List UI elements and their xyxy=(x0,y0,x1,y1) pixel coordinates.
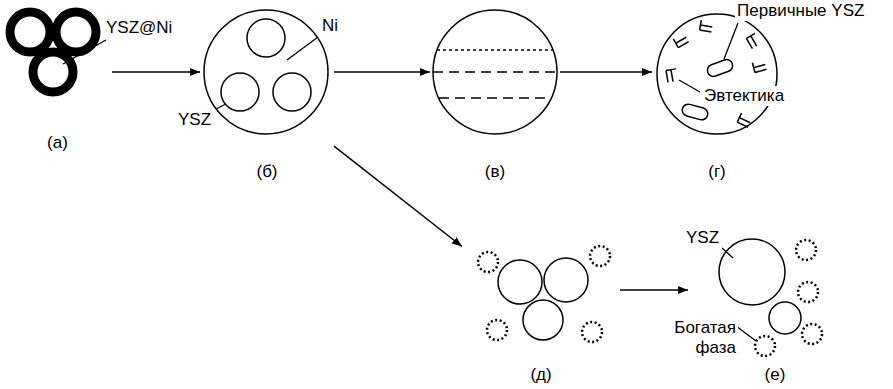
panel: (б) xyxy=(200,5,334,182)
eutectic-mark xyxy=(752,60,766,73)
eutectic-mark xyxy=(737,113,752,127)
ysz-particle xyxy=(221,73,259,111)
panel-caption: (е) xyxy=(765,365,786,385)
panel: (е) xyxy=(688,232,862,385)
caption-group: (д) xyxy=(462,365,620,385)
panel-caption: (а) xyxy=(47,133,68,153)
ysz-ni-particle xyxy=(10,12,50,52)
leader-line xyxy=(736,326,756,341)
eutectic-mark xyxy=(700,20,714,32)
part-label: YSZ xyxy=(684,228,721,248)
ysz-particle xyxy=(769,302,801,334)
part-label: YSZ xyxy=(176,110,213,130)
rich-phase-dot xyxy=(802,324,822,344)
leader-line xyxy=(63,40,106,64)
part-label: Эвтектика xyxy=(702,86,786,106)
dashed-line xyxy=(433,71,557,72)
ysz-particle xyxy=(523,300,563,340)
process-arrow xyxy=(560,71,652,73)
solidified-circle xyxy=(657,14,777,134)
rich-phase-dot xyxy=(487,320,507,340)
caption-group: (б) xyxy=(200,162,334,182)
panel: (а) xyxy=(3,3,112,153)
eutectic-mark xyxy=(746,33,761,48)
ysz-ni-particle xyxy=(56,12,96,52)
leader-line xyxy=(216,104,226,109)
caption-group: (е) xyxy=(688,365,862,385)
eutectic-mark xyxy=(673,33,688,48)
process-arrow xyxy=(112,71,200,73)
panel-caption: (г) xyxy=(708,162,726,182)
dotted-line xyxy=(437,49,553,50)
caption-group: (а) xyxy=(3,133,112,153)
panel-caption: (д) xyxy=(530,365,551,385)
dashed-line xyxy=(439,97,551,98)
ysz-particle xyxy=(273,73,311,111)
panel: (в) xyxy=(430,5,560,182)
leader-line xyxy=(679,80,700,92)
process-arrow xyxy=(620,289,688,291)
rich-phase-dot xyxy=(755,336,775,356)
ysz-particle xyxy=(719,239,785,305)
rich-phase-dot xyxy=(582,322,602,342)
ysz-ni-particle xyxy=(33,52,73,92)
melt-circle xyxy=(433,10,557,134)
part-label: Ni xyxy=(320,16,340,36)
leader-line xyxy=(724,23,738,59)
ysz-particle xyxy=(498,260,542,304)
leader-line xyxy=(287,37,318,60)
panel-caption: (в) xyxy=(485,162,505,182)
rich-phase-dot xyxy=(590,246,610,266)
process-arrow xyxy=(334,71,430,73)
part-label: Первичные YSZ xyxy=(735,1,866,21)
primary-ysz xyxy=(706,58,735,78)
part-label: Богатая фаза xyxy=(650,318,738,358)
eutectic-mark xyxy=(666,69,678,83)
leader-line xyxy=(722,248,733,258)
part-label: YSZ@Ni xyxy=(104,18,174,38)
panel-caption: (б) xyxy=(256,162,277,182)
rich-phase-dot xyxy=(796,240,816,260)
ysz-particle xyxy=(247,19,285,57)
ysz-particle xyxy=(544,258,588,302)
rich-phase-dot xyxy=(478,252,498,272)
caption-group: (г) xyxy=(652,162,782,182)
process-arrow xyxy=(334,146,462,246)
panel: (д) xyxy=(462,232,620,385)
ni-matrix-circle xyxy=(204,10,328,134)
caption-group: (в) xyxy=(430,162,560,182)
rich-phase-dot xyxy=(798,282,818,302)
